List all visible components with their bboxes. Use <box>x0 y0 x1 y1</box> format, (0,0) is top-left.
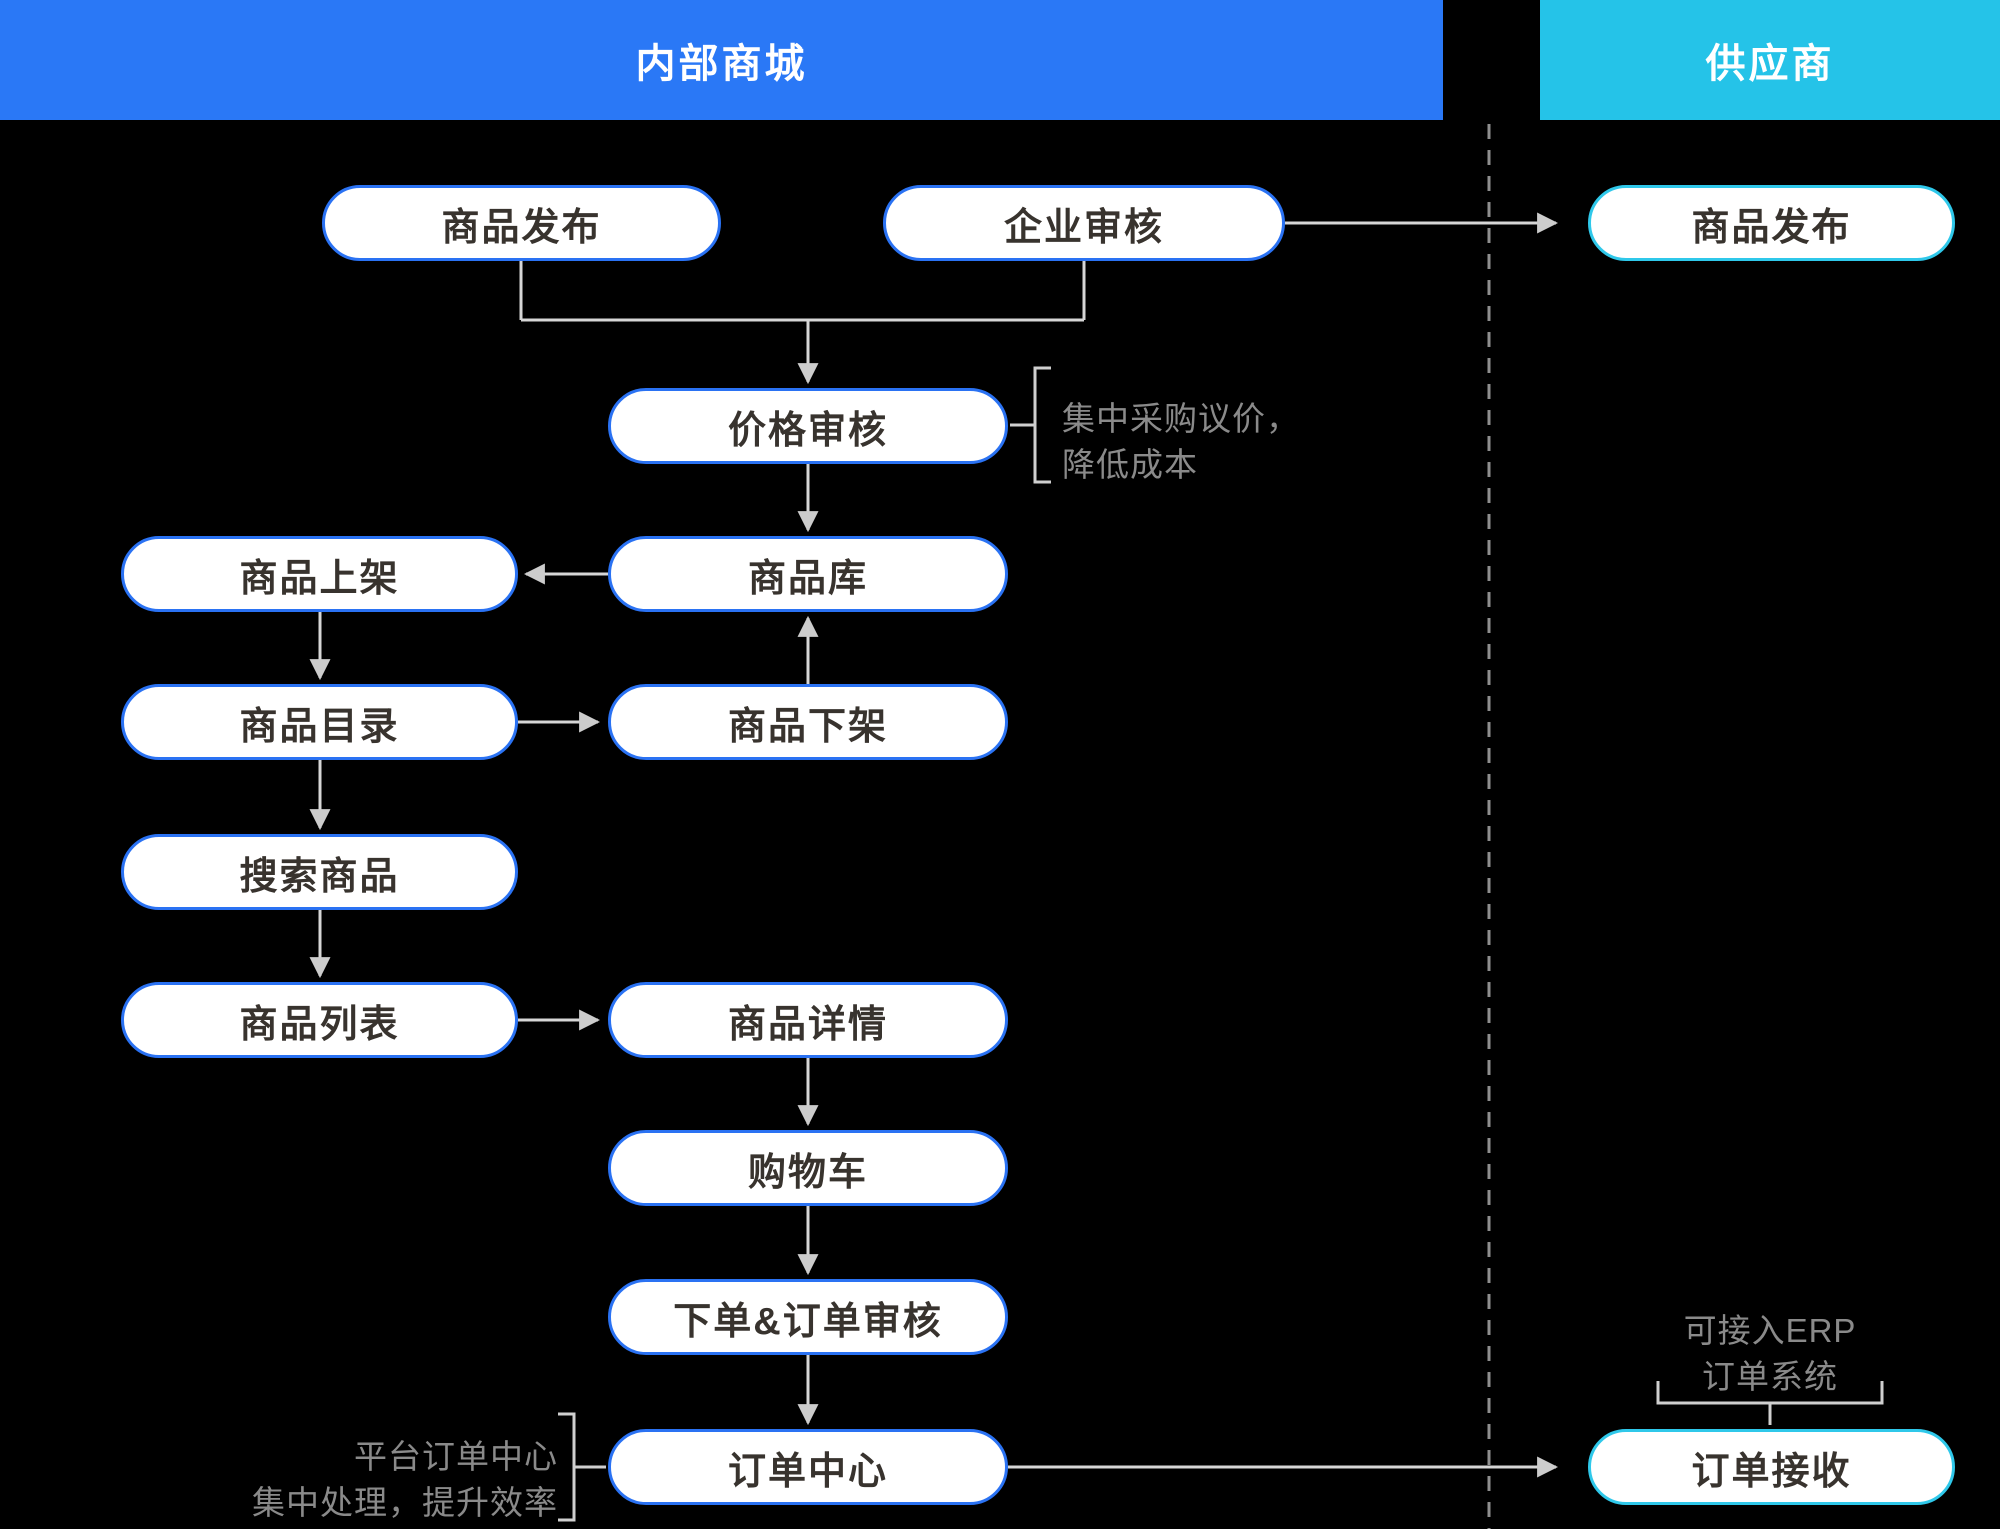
lane-header-supplier: 供应商 <box>1540 0 2000 120</box>
merge-connector <box>519 261 1086 385</box>
note-erp: 可接入ERP 订单系统 <box>1620 1308 1920 1400</box>
node-product-detail: 商品详情 <box>608 982 1008 1058</box>
lane-header-internal-mall: 内部商城 <box>0 0 1443 120</box>
flow-arrows <box>309 212 1559 1478</box>
annotation-brackets <box>558 366 1884 1522</box>
note-erp-line2: 订单系统 <box>1702 1358 1838 1395</box>
node-product-library: 商品库 <box>608 536 1008 612</box>
node-order-center: 订单中心 <box>608 1429 1008 1505</box>
bracket-order-center-note <box>558 1412 576 1522</box>
node-search-products: 搜索商品 <box>121 834 518 910</box>
note-erp-line1: 可接入ERP <box>1683 1312 1857 1349</box>
node-order-receive: 订单接收 <box>1588 1429 1955 1505</box>
note-order-center-line2: 集中处理，提升效率 <box>252 1484 558 1521</box>
note-order-center: 平台订单中心 集中处理，提升效率 <box>160 1434 558 1526</box>
bracket-price-note <box>1033 366 1051 484</box>
node-enterprise-review: 企业审核 <box>883 185 1285 261</box>
node-order-place-and-review: 下单&订单审核 <box>608 1279 1008 1355</box>
node-product-list: 商品列表 <box>121 982 518 1058</box>
note-price-review: 集中采购议价， 降低成本 <box>1062 396 1300 488</box>
node-price-review: 价格审核 <box>608 388 1008 464</box>
lane-header-supplier-label: 供应商 <box>1705 42 1835 86</box>
node-product-off-shelf: 商品下架 <box>608 684 1008 760</box>
note-order-center-line1: 平台订单中心 <box>354 1438 558 1475</box>
note-price-review-line1: 集中采购议价， <box>1062 400 1300 437</box>
node-product-catalog: 商品目录 <box>121 684 518 760</box>
node-product-publish-internal: 商品发布 <box>322 185 721 261</box>
node-shopping-cart: 购物车 <box>608 1130 1008 1206</box>
note-price-review-line2: 降低成本 <box>1062 446 1198 483</box>
lane-header-internal-mall-label: 内部商城 <box>635 42 808 86</box>
node-product-on-shelf: 商品上架 <box>121 536 518 612</box>
node-product-publish-supplier: 商品发布 <box>1588 185 1955 261</box>
